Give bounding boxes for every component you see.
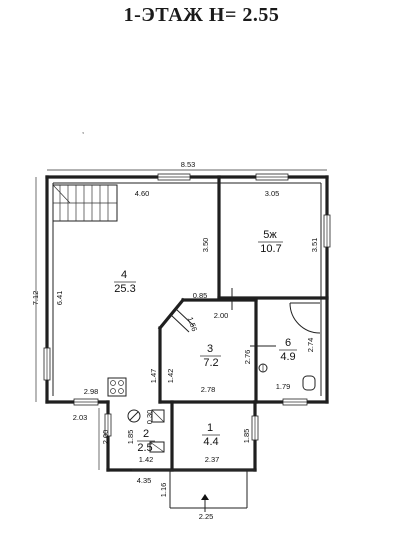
dim-085: 0.85	[193, 291, 208, 300]
dim-room3-top: 2.00	[214, 311, 229, 320]
room-labels: 4 25.3 5ж 10.7 3 7.2 6 4.9 1 4.4 2 2.5	[114, 229, 297, 454]
room-3-number: 3	[207, 343, 213, 355]
dim-height-outer: 7.12	[31, 291, 40, 306]
dimension-lines	[35, 169, 327, 471]
floor-title: 1-ЭТАЖ H= 2.55	[123, 4, 280, 26]
interior-walls	[157, 175, 329, 472]
dim-porch-bottom: 2.25	[199, 512, 214, 521]
dim-room2-bottom: 1.42	[139, 455, 154, 464]
room-4-area: 25.3	[114, 283, 135, 295]
boiler-room-fixtures	[127, 409, 165, 453]
dim-room4-top: 4.60	[135, 189, 150, 198]
dim-room6-bottom: 1.79	[276, 382, 291, 391]
dim-room1-right-h: 1.85	[242, 429, 251, 444]
porch	[169, 470, 248, 512]
dim-height-inner: 6.41	[55, 291, 64, 306]
inner-wall-lines	[52, 182, 322, 396]
dim-room3-left-b: 1.42	[166, 369, 175, 384]
dim-porch-left: 4.35	[137, 476, 152, 485]
dimension-labels: 8.53 4.60 3.05 3.50 3.51 7.12 6.41 0.85 …	[31, 160, 319, 521]
dim-room3-bottom: 2.78	[201, 385, 216, 394]
room-4-number: 4	[121, 269, 127, 281]
dim-room5-left: 3.50	[201, 238, 210, 253]
room-2-number: 2	[143, 428, 149, 440]
dim-room5-top: 3.05	[265, 189, 280, 198]
room-1-number: 1	[207, 422, 213, 434]
room-5-number: 5ж	[263, 229, 277, 241]
room-2-area: 2.5	[137, 442, 152, 454]
dim-overall-width: 8.53	[181, 160, 196, 169]
dim-room6-right: 2.74	[306, 338, 315, 353]
dim-bottom-left: 2.03	[73, 413, 88, 422]
dim-room2-outer-h: 2.00	[101, 430, 110, 445]
room-3-area: 7.2	[203, 357, 218, 369]
dim-room4-bottom: 2.98	[84, 387, 99, 396]
dim-room3-right: 2.76	[243, 350, 252, 365]
dim-room2-width: 0.30	[145, 410, 154, 425]
windows	[43, 173, 331, 441]
dim-room3-left-a: 1.47	[149, 369, 158, 384]
room-6-number: 6	[285, 337, 291, 349]
stray-mark: ,	[82, 126, 84, 135]
dim-room1-bottom: 2.37	[205, 455, 220, 464]
room-1-area: 4.4	[203, 436, 218, 448]
dim-156: 1.56	[186, 316, 199, 333]
room-5-area: 10.7	[260, 243, 281, 255]
dim-porch-h: 1.16	[159, 483, 168, 498]
room-6-area: 4.9	[280, 351, 295, 363]
stove	[107, 377, 127, 397]
staircase	[52, 184, 118, 222]
dim-room5-right: 3.51	[310, 238, 319, 253]
dim-room2-left-h: 1.85	[126, 430, 135, 445]
